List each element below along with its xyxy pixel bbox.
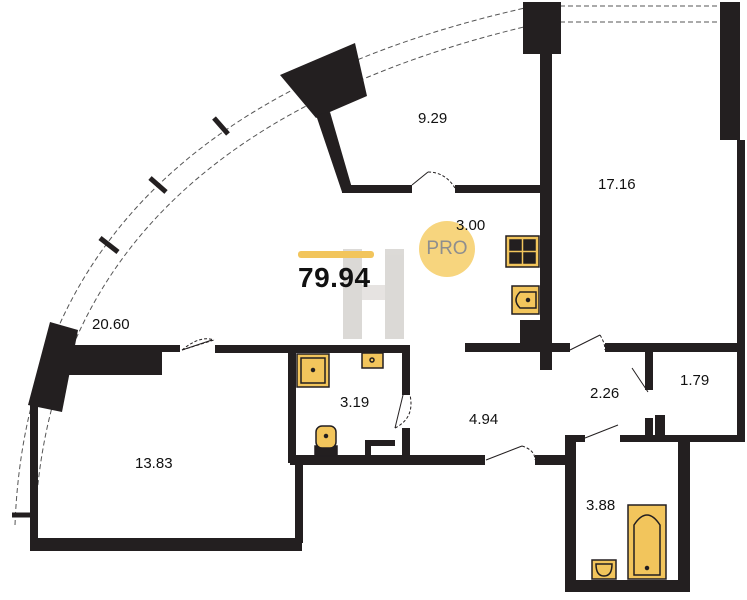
room-area-label: 17.16 xyxy=(598,176,636,193)
doors xyxy=(181,171,649,461)
total-area-bar xyxy=(298,251,374,258)
kitchen-sink-icon xyxy=(511,285,540,315)
room-area-label: 3.19 xyxy=(340,394,370,411)
walls xyxy=(28,2,745,592)
watermark-logo xyxy=(343,249,404,339)
pro-badge: PRO xyxy=(419,221,475,277)
fixtures xyxy=(296,235,667,580)
room-area-label: 2.26 xyxy=(590,385,620,402)
room-area-label: 20.60 xyxy=(92,316,130,333)
toilet-icon xyxy=(314,425,338,457)
room-area-label: 3.88 xyxy=(586,497,616,514)
bathroom-sink-icon xyxy=(361,352,384,369)
stove-icon xyxy=(505,235,540,268)
top-window xyxy=(560,5,722,23)
curved-window xyxy=(14,7,529,526)
room-area-label: 9.29 xyxy=(418,110,448,127)
shower-icon xyxy=(296,353,330,388)
room-area-label: 4.94 xyxy=(469,411,499,428)
bathtub-icon xyxy=(627,504,667,580)
room-area-label: 3.00 xyxy=(456,217,486,234)
room-area-label: 1.79 xyxy=(680,372,710,389)
total-area: 79.94 xyxy=(298,262,371,293)
sink-icon xyxy=(591,559,617,580)
room-area-label: 13.83 xyxy=(135,455,173,472)
